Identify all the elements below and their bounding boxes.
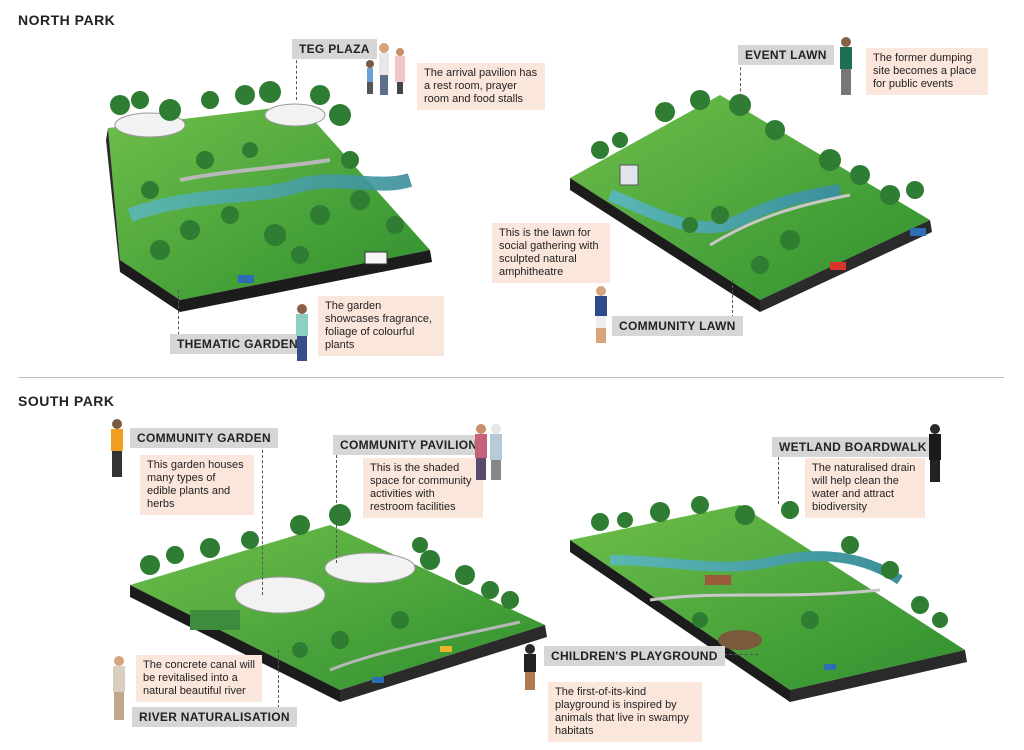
person-childrens-playground — [524, 644, 536, 690]
community-pavilion-text: COMMUNITY PAVILION — [340, 438, 478, 452]
north-park-title: NORTH PARK — [18, 12, 116, 28]
sw-slab — [130, 525, 547, 702]
ne-slab — [570, 95, 932, 312]
label-community-garden: COMMUNITY GARDEN — [130, 428, 278, 448]
person-river-naturalisation — [113, 656, 125, 720]
wetland-boardwalk-leader — [778, 452, 779, 504]
label-teg-plaza: TEG PLAZA — [292, 39, 377, 59]
person-community-lawn — [595, 286, 607, 343]
person-community-garden — [111, 419, 123, 477]
community-garden-text: COMMUNITY GARDEN — [137, 431, 271, 445]
nw-trees — [110, 81, 404, 264]
label-community-lawn: COMMUNITY LAWN — [612, 316, 743, 336]
person-event-lawn — [840, 37, 852, 95]
note-community-lawn: This is the lawn for social gathering wi… — [492, 223, 610, 283]
event-lawn-note-text: The former dumping site becomes a place … — [873, 52, 977, 90]
sw-trees — [140, 504, 519, 658]
label-childrens-playground: CHILDREN'S PLAYGROUND — [544, 646, 725, 666]
note-childrens-playground: The first-of-its-kind playground is insp… — [548, 682, 702, 742]
teg-plaza-leader — [296, 55, 297, 100]
community-lawn-note-text: This is the lawn for social gathering wi… — [499, 227, 599, 278]
label-thematic-garden: THEMATIC GARDEN — [170, 334, 305, 354]
label-event-lawn: EVENT LAWN — [738, 45, 834, 65]
wetland-boardwalk-note-text: The naturalised drain will help clean th… — [812, 462, 916, 513]
note-thematic-garden: The garden showcases fragrance, foliage … — [318, 296, 444, 356]
thematic-garden-leader — [178, 290, 179, 345]
thematic-garden-text: THEMATIC GARDEN — [177, 337, 298, 351]
note-wetland-boardwalk: The naturalised drain will help clean th… — [805, 458, 925, 518]
teg-plaza-text: TEG PLAZA — [299, 42, 370, 56]
nw-slab — [106, 103, 432, 312]
label-wetland-boardwalk: WETLAND BOARDWALK — [772, 437, 934, 457]
person-thematic-garden — [296, 304, 308, 361]
community-lawn-text: COMMUNITY LAWN — [619, 319, 736, 333]
river-naturalisation-leader — [278, 650, 279, 708]
section-divider — [18, 377, 1004, 378]
community-pavilion-note-text: This is the shaded space for community a… — [370, 462, 472, 513]
person-wetland-boardwalk — [929, 424, 941, 482]
south-park-title: SOUTH PARK — [18, 393, 115, 409]
ne-trees — [591, 90, 924, 274]
community-garden-leader — [262, 445, 263, 595]
wetland-boardwalk-text: WETLAND BOARDWALK — [779, 440, 927, 454]
community-lawn-leader — [732, 280, 733, 318]
childrens-playground-note-text: The first-of-its-kind playground is insp… — [555, 686, 689, 737]
river-naturalisation-text: RIVER NATURALISATION — [139, 710, 290, 724]
se-slab — [570, 505, 967, 702]
note-teg-plaza: The arrival pavilion has a rest room, pr… — [417, 63, 545, 110]
family-figures — [366, 43, 405, 95]
thematic-garden-note-text: The garden showcases fragrance, foliage … — [325, 300, 432, 351]
note-community-garden: This garden houses many types of edible … — [140, 455, 254, 515]
note-event-lawn: The former dumping site becomes a place … — [866, 48, 988, 95]
label-community-pavilion: COMMUNITY PAVILION — [333, 435, 485, 455]
label-river-naturalisation: RIVER NATURALISATION — [132, 707, 297, 727]
childrens-playground-text: CHILDREN'S PLAYGROUND — [551, 649, 718, 663]
teg-plaza-note-text: The arrival pavilion has a rest room, pr… — [424, 67, 538, 105]
river-naturalisation-note-text: The concrete canal will be revitalised i… — [143, 659, 255, 697]
event-lawn-text: EVENT LAWN — [745, 48, 827, 62]
childrens-playground-leader — [698, 654, 758, 655]
note-river-naturalisation: The concrete canal will be revitalised i… — [136, 655, 262, 702]
note-community-pavilion: This is the shaded space for community a… — [363, 458, 483, 518]
event-lawn-leader — [740, 62, 741, 102]
elderly-couple-figures — [475, 424, 502, 480]
community-garden-note-text: This garden houses many types of edible … — [147, 459, 244, 510]
se-trees — [591, 496, 948, 629]
community-pavilion-leader — [336, 445, 337, 563]
